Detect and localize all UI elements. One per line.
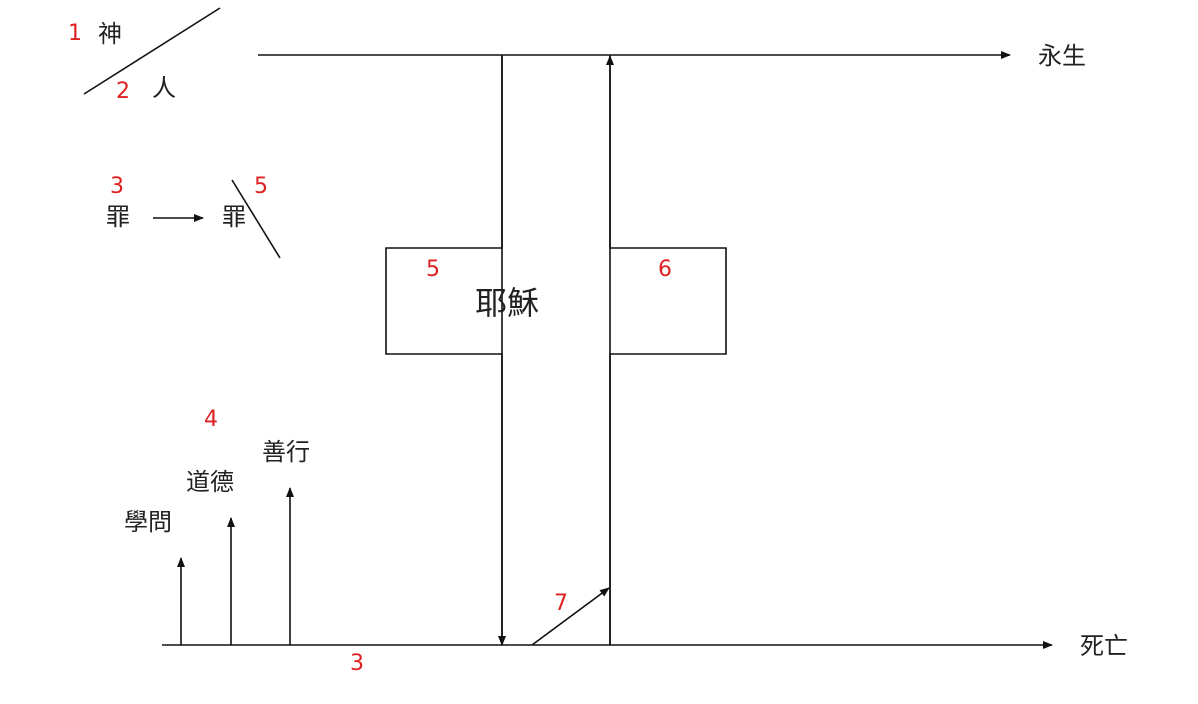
number-5-cross: 5 <box>426 257 440 282</box>
label-god: 神 <box>98 20 122 48</box>
faith-arrow <box>531 587 610 646</box>
number-5-sin: 5 <box>254 174 268 199</box>
label-learning: 學問 <box>124 508 172 536</box>
number-3-sin: 3 <box>110 174 124 199</box>
sin-strike <box>231 179 281 259</box>
number-1: 1 <box>68 21 82 46</box>
separation-slash <box>83 7 221 95</box>
label-death: 死亡 <box>1080 632 1128 660</box>
label-morality: 道德 <box>186 468 234 496</box>
number-3-bottom: 3 <box>350 651 364 676</box>
number-4: 4 <box>204 407 218 432</box>
label-man: 人 <box>152 74 176 102</box>
number-2: 2 <box>116 79 130 104</box>
label-sin: 罪 <box>106 203 130 231</box>
label-jesus: 耶穌 <box>475 284 539 322</box>
number-6: 6 <box>658 257 672 282</box>
label-good-deeds: 善行 <box>262 438 310 466</box>
label-sin-crossed: 罪 <box>222 203 246 231</box>
number-7: 7 <box>554 591 568 616</box>
cross-outline <box>385 55 727 645</box>
label-eternal-life: 永生 <box>1038 42 1086 70</box>
